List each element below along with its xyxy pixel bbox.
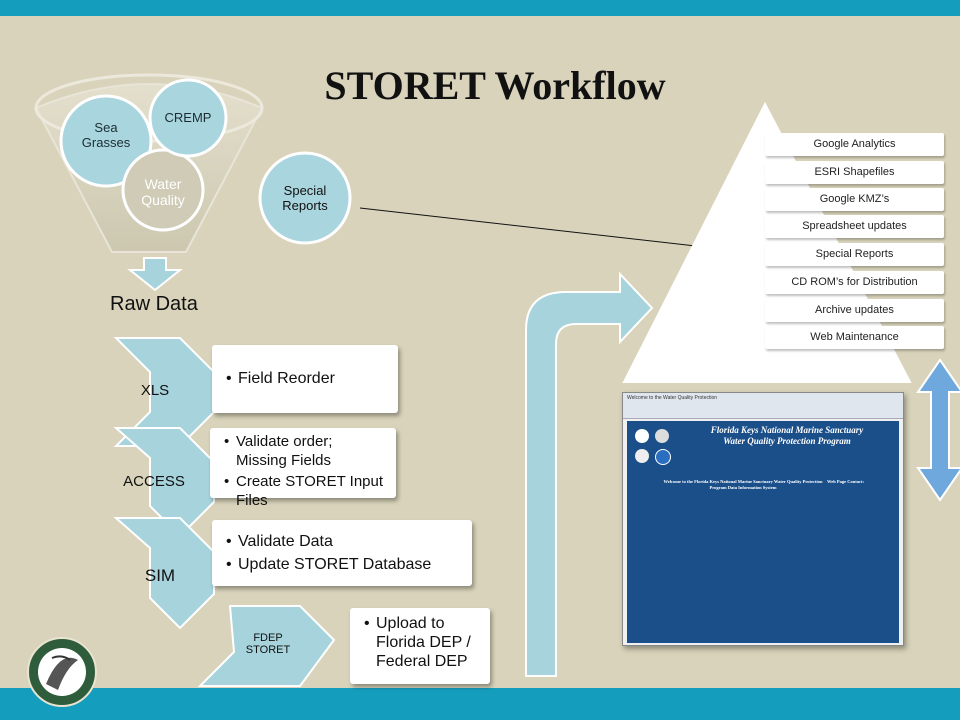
page-title: STORET Workflow <box>324 63 666 108</box>
bullet: Upload to Florida DEP / Federal DEP <box>364 614 480 671</box>
callout-access: Validate order; Missing Fields Create ST… <box>210 428 396 509</box>
bottom-accent-bar <box>0 688 960 720</box>
bullet: Update STORET Database <box>226 555 462 574</box>
label-special-reports: Special Reports <box>282 183 328 213</box>
callout-xls: Field Reorder <box>212 345 398 413</box>
browser-chrome: Welcome to the Water Quality Protection <box>623 393 903 419</box>
pyramid-item: Spreadsheet updates <box>765 215 944 238</box>
website-body: Welcome to the Florida Keys National Mar… <box>663 479 823 491</box>
circle-water-quality <box>121 148 205 232</box>
epa-logo-icon <box>635 429 649 443</box>
website-heading: Florida Keys National Marine Sanctuary W… <box>677 425 897 447</box>
chevron-access <box>113 427 215 538</box>
seal-icon <box>635 449 649 463</box>
pyramid-item: CD ROM’s for Distribution <box>765 271 944 294</box>
pyramid-item: Special Reports <box>765 243 944 266</box>
step-label-fdep-storet: FDEP STORET <box>245 632 291 656</box>
circle-sea-grasses <box>59 94 153 188</box>
website-screenshot: Welcome to the Water Quality Protection … <box>622 392 904 646</box>
circle-special-reports <box>258 151 352 245</box>
noaa-logo-icon <box>655 449 671 465</box>
callout-fdep: Upload to Florida DEP / Federal DEP <box>350 608 490 684</box>
callout-sim: Validate Data Update STORET Database <box>212 520 472 586</box>
label-raw-data: Raw Data <box>110 293 198 315</box>
bullet: Validate Data <box>226 532 462 551</box>
welcome-text: Welcome to the Florida Keys National Mar… <box>663 479 823 490</box>
side-title: Web Page Contact: <box>827 479 864 484</box>
step-label-xls: XLS <box>140 382 170 399</box>
browser-tab: Welcome to the Water Quality Protection <box>627 395 718 401</box>
pyramid-item: Archive updates <box>765 299 944 322</box>
fwc-logo <box>27 637 97 707</box>
seal-icon <box>655 429 669 443</box>
chevron-sim <box>113 517 215 630</box>
pyramid-item: Web Maintenance <box>765 326 944 349</box>
label-water-quality: Water Quality <box>141 176 185 208</box>
heading-line: Florida Keys National Marine Sanctuary <box>710 425 864 435</box>
step-label-sim: SIM <box>144 566 176 585</box>
circle-cremp <box>148 78 228 158</box>
chevron-fdep <box>197 605 336 687</box>
pyramid-item: Google Analytics <box>765 133 944 156</box>
bullet: Validate order; Missing Fields <box>224 432 386 470</box>
website-page: Florida Keys National Marine Sanctuary W… <box>627 421 899 643</box>
label-sea-grasses: Sea Grasses <box>81 120 131 150</box>
step-label-access: ACCESS <box>123 473 185 490</box>
bullet: Create STORET Input Files <box>224 472 386 510</box>
double-arrow <box>916 358 960 502</box>
funnel-down-arrow <box>127 257 183 292</box>
bullet: Field Reorder <box>226 369 388 388</box>
website-sidebar: Web Page Contact: <box>827 479 893 485</box>
heading-line: Water Quality Protection Program <box>723 436 851 446</box>
top-accent-bar <box>0 0 960 16</box>
pyramid-item: ESRI Shapefiles <box>765 161 944 184</box>
label-cremp: CREMP <box>164 110 212 125</box>
pyramid-item: Google KMZ’s <box>765 188 944 211</box>
curved-flow-arrow <box>525 271 654 677</box>
